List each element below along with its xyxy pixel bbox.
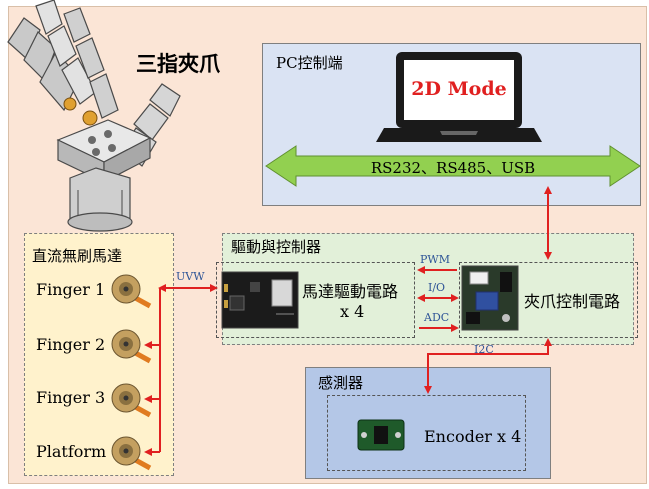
motor-label-finger-1: Finger 1 [36, 280, 106, 299]
signal-io-label: I/O [428, 281, 446, 294]
encoder-label: Encoder x 4 [424, 427, 522, 446]
motor-driver-label: 馬達驅動電路 [302, 282, 399, 301]
gripper-title: 三指夾爪 [136, 52, 220, 76]
laptop-icon [376, 52, 542, 142]
drive-title: 驅動與控制器 [231, 238, 322, 256]
controller-label: 夾爪控制電路 [524, 292, 621, 311]
signal-adc-label: ADC [424, 311, 450, 324]
controller-board-image [461, 265, 519, 331]
motor-region [24, 233, 174, 476]
motor-image-4 [111, 436, 152, 471]
pc-title: PC控制端 [276, 54, 343, 72]
motor-bus-label: UVW [176, 270, 205, 283]
motor-label-platform: Platform [36, 442, 107, 461]
pc-bus-arrow [265, 145, 641, 187]
motor-label-finger-3: Finger 3 [36, 388, 106, 407]
signal-pwm-label: PWM [420, 253, 450, 266]
motor-driver-box [216, 262, 415, 338]
motor-image-3 [111, 383, 152, 418]
motor-image-2 [111, 329, 152, 364]
encoder-board-image [357, 419, 405, 451]
laptop-screen-text: 2D Mode [411, 78, 507, 100]
encoder-box [327, 395, 526, 471]
motor-driver-board-image [221, 271, 299, 329]
motor-driver-count: x 4 [340, 302, 365, 321]
motor-label-finger-2: Finger 2 [36, 335, 106, 354]
motor-image-1 [111, 274, 152, 309]
sensor-title: 感測器 [318, 374, 364, 392]
motor-title: 直流無刷馬達 [32, 247, 123, 265]
controller-box [459, 262, 638, 338]
pc-bus-label: RS232、RS485、USB [370, 159, 536, 177]
signal-i2c-label: I2C [474, 343, 494, 356]
gripper-illustration [7, 0, 181, 232]
